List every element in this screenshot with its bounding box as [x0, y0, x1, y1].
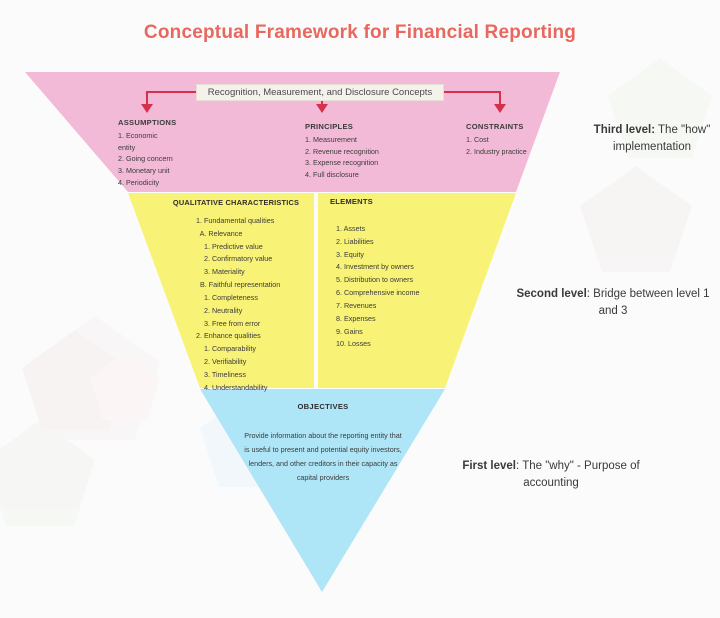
elements-item: 4. Investment by owners	[336, 262, 414, 272]
yellow-column-divider	[314, 193, 318, 388]
elements-item: 5. Distribution to owners	[336, 275, 414, 285]
banner-arrowheads	[141, 104, 506, 113]
first-level-label: First level	[462, 460, 517, 472]
elements-item: 9. Gains	[336, 326, 363, 336]
elements-heading: ELEMENTS	[330, 197, 373, 206]
first-level-note: First level: The "why" - Purpose of acco…	[436, 458, 666, 493]
arrowhead-constraints	[494, 104, 506, 113]
qualitative-item: 1. Fundamental qualities	[196, 216, 275, 225]
qualitative-item: B. Faithful representation	[196, 280, 281, 290]
second-level-label: Second level	[516, 288, 587, 300]
qualitative-item: 1. Completeness	[196, 292, 258, 302]
elements-item: 6. Comprehensive income	[336, 288, 420, 298]
band-first-level	[200, 389, 445, 592]
assumptions-item: 2. Going concern	[118, 154, 173, 164]
elements-item: 10. Losses	[336, 339, 371, 349]
principles-item: 1. Measurement	[305, 135, 357, 144]
elements-item: 2. Liabilities	[336, 236, 374, 246]
elements-item: 3. Equity	[336, 249, 364, 259]
qualitative-item: 3. Free from error	[196, 318, 261, 328]
principles-item: 2. Revenue recognition	[305, 146, 379, 156]
elements-group: ELEMENTS 1. Assets 2. Liabilities 3. Equ…	[330, 196, 450, 351]
third-level-detail: The "how" implementation	[613, 124, 711, 154]
principles-item: 3. Expense recognition	[305, 158, 379, 168]
third-level-label: Third level:	[593, 124, 656, 136]
assumptions-item: 4. Periodicity	[118, 177, 160, 187]
assumptions-group: ASSUMPTIONS 1. Economic entity 2. Going …	[118, 118, 213, 188]
qualitative-characteristics-heading: QUALITATIVE CHARACTERISTICS	[172, 198, 300, 207]
objectives-group: OBJECTIVES Provide information about the…	[243, 402, 403, 485]
assumptions-item: entity	[118, 142, 136, 152]
page-title: Conceptual Framework for Financial Repor…	[143, 22, 577, 43]
arrow-to-assumptions	[146, 91, 196, 104]
assumptions-item: 3. Monetary unit	[118, 165, 170, 175]
concepts-banner-label: Recognition, Measurement, and Disclosure…	[207, 87, 433, 98]
banner-arrows	[146, 91, 501, 104]
constraints-item: 2. Industry practice	[466, 146, 527, 156]
arrow-to-constraints	[444, 91, 501, 104]
second-level-note: Second level: Bridge between level 1 and…	[506, 286, 720, 321]
qualitative-item: A. Relevance	[196, 228, 243, 238]
principles-item: 4. Full disclosure	[305, 169, 359, 179]
assumptions-item: 1. Economic	[118, 131, 158, 140]
arrowhead-assumptions	[141, 104, 153, 113]
assumptions-heading: ASSUMPTIONS	[118, 118, 177, 127]
constraints-group: CONSTRAINTS 1. Cost 2. Industry practice	[466, 122, 561, 157]
band-second-level	[128, 193, 516, 388]
qualitative-item: 1. Predictive value	[196, 241, 263, 251]
qualitative-item: 4. Understandability	[196, 382, 268, 392]
qualitative-item: 2. Neutrality	[196, 305, 243, 315]
principles-heading: PRINCIPLES	[305, 122, 354, 131]
third-level-note: Third level: The "how" implementation	[588, 122, 716, 157]
band-third-level	[25, 72, 560, 192]
concepts-banner: Recognition, Measurement, and Disclosure…	[196, 84, 444, 101]
second-level-detail: : Bridge between level 1 and 3	[586, 288, 710, 318]
first-level-detail: : The "why" - Purpose of accounting	[516, 460, 640, 490]
principles-group: PRINCIPLES 1. Measurement 2. Revenue rec…	[305, 122, 410, 181]
qualitative-item: 3. Timeliness	[196, 369, 246, 379]
arrowhead-principles	[316, 104, 328, 113]
constraints-heading: CONSTRAINTS	[466, 122, 524, 131]
elements-item: 8. Expenses	[336, 313, 376, 323]
qualitative-item: 2. Confirmatory value	[196, 254, 273, 264]
objectives-heading: OBJECTIVES	[297, 402, 349, 411]
objectives-body: Provide information about the reporting …	[244, 431, 402, 483]
qualitative-item: 2. Verifiability	[196, 356, 247, 366]
qualitative-characteristics-group: QUALITATIVE CHARACTERISTICS 1. Fundament…	[160, 198, 312, 394]
constraints-item: 1. Cost	[466, 135, 489, 144]
qualitative-item: 2. Enhance qualities	[196, 331, 261, 341]
qualitative-item: 3. Materiality	[196, 267, 245, 277]
elements-item: 1. Assets	[336, 224, 366, 233]
qualitative-item: 1. Comparability	[196, 344, 256, 354]
elements-item: 7. Revenues	[336, 300, 377, 310]
